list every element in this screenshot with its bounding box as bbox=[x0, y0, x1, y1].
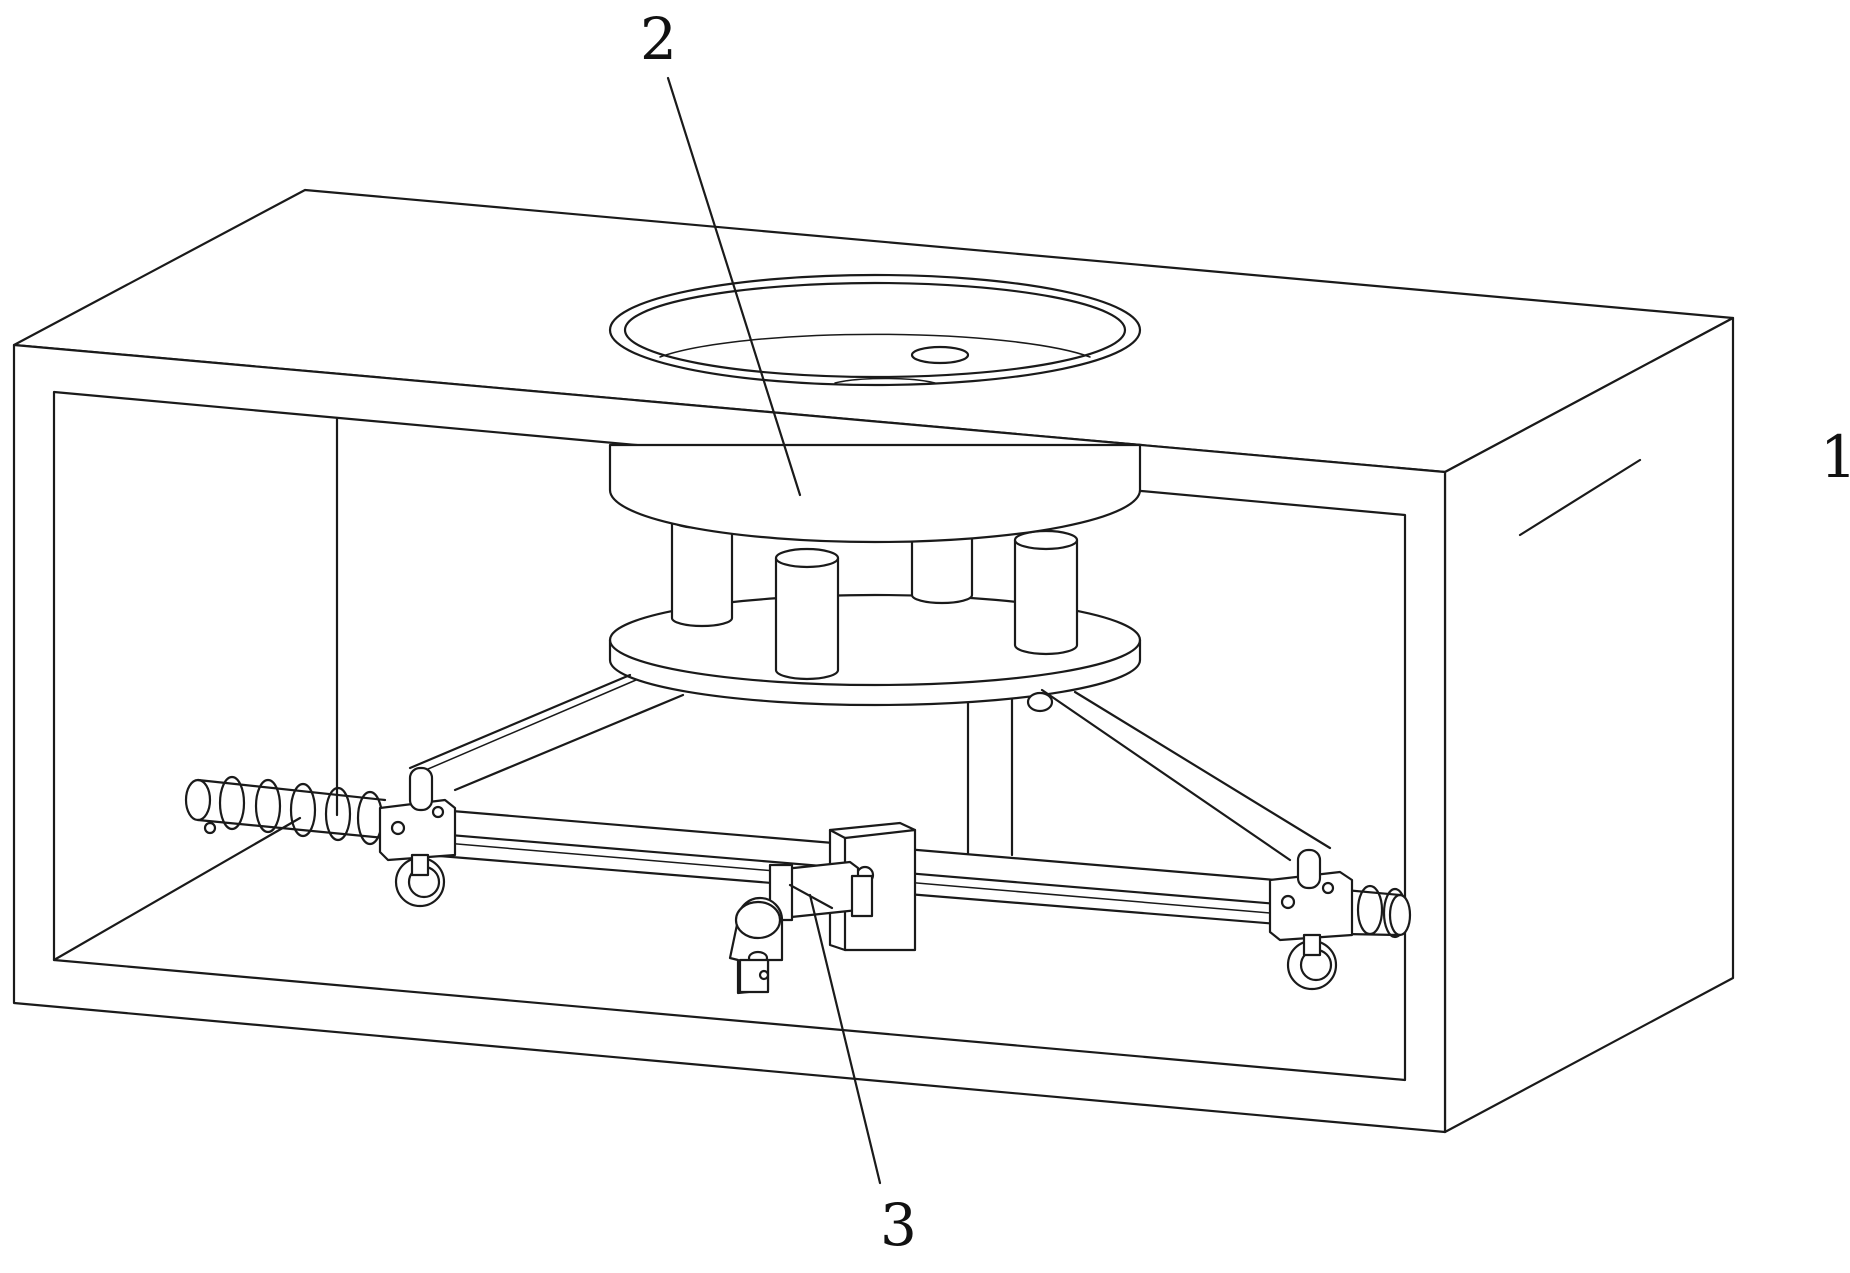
bowl bbox=[608, 273, 1142, 387]
lower-disk-top-edge bbox=[608, 638, 1142, 687]
leader-3 bbox=[808, 893, 882, 1185]
callout-label-3: 3 bbox=[880, 1191, 917, 1259]
spring-right bbox=[1343, 884, 1412, 939]
leader-1 bbox=[1518, 458, 1642, 537]
pillar-4 bbox=[1013, 529, 1079, 656]
right-bracket bbox=[1268, 848, 1354, 991]
leader-2 bbox=[666, 76, 802, 497]
box-housing bbox=[12, 188, 1735, 1134]
callout-label-1: 1 bbox=[1820, 423, 1850, 491]
lower-disk bbox=[608, 593, 1142, 707]
lock-knob bbox=[728, 896, 784, 995]
left-bracket bbox=[378, 766, 457, 908]
pillar-3 bbox=[774, 547, 840, 681]
upper-drum bbox=[608, 443, 1142, 544]
callout-label-2: 2 bbox=[640, 5, 677, 73]
slider-clamp bbox=[768, 860, 874, 922]
link-arm-right bbox=[1026, 688, 1332, 862]
box-front-face bbox=[12, 343, 1447, 1134]
inner-floor-edge bbox=[52, 816, 302, 962]
turntable-assembly bbox=[408, 273, 1332, 862]
bowl-center-hole bbox=[910, 345, 970, 365]
spring-left bbox=[184, 775, 387, 846]
link-arm-left bbox=[408, 673, 685, 792]
rod-mechanism bbox=[184, 766, 1412, 995]
